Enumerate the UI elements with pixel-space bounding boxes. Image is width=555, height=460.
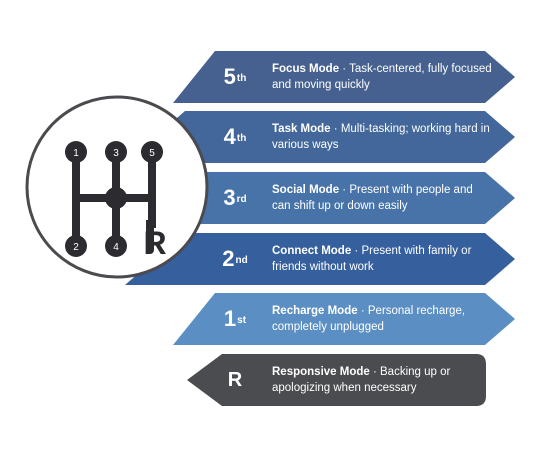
shifter-label-3: 3 (113, 148, 119, 159)
mode-description-1st: Recharge Mode · Personal recharge, compl… (272, 305, 466, 333)
shifter-knob-5 (141, 141, 163, 163)
shifter-label-2: 2 (73, 242, 79, 253)
mode-row-reverse: R Responsive Mode · Backing up or apolog… (0, 352, 555, 408)
arrow-3rd (110, 172, 515, 224)
gear-number-reverse: R (227, 368, 243, 391)
mode-description-5th: Focus Mode · Task-centered, fully focuse… (272, 63, 492, 91)
shifter-knob-2 (65, 235, 87, 257)
arrow-reverse-corner (476, 354, 486, 406)
shifter-knob-4 (105, 235, 127, 257)
shifter-label-5: 5 (149, 148, 155, 159)
shifter-label-4: 4 (113, 242, 119, 253)
arrow-reverse (187, 354, 478, 406)
mode-description-4th: Task Mode · Multi-tasking; working hard … (272, 123, 490, 151)
shifter-knob-3 (105, 141, 127, 163)
arrow-1st (173, 293, 515, 345)
shifter-reverse-label: R (143, 225, 166, 261)
arrow-5th (173, 51, 515, 103)
gear-shifter: 1 3 5 2 4 R (25, 95, 209, 279)
arrow-2nd (125, 233, 515, 285)
mode-description-3rd: Social Mode · Present with people and ca… (272, 184, 473, 212)
mode-description-2nd: Connect Mode · Present with family or fr… (272, 245, 472, 273)
shifter-knob-1 (65, 141, 87, 163)
arrow-4th (125, 111, 515, 163)
mode-description-reverse: Responsive Mode · Backing up or apologiz… (272, 366, 451, 394)
shifter-label-1: 1 (73, 148, 79, 159)
